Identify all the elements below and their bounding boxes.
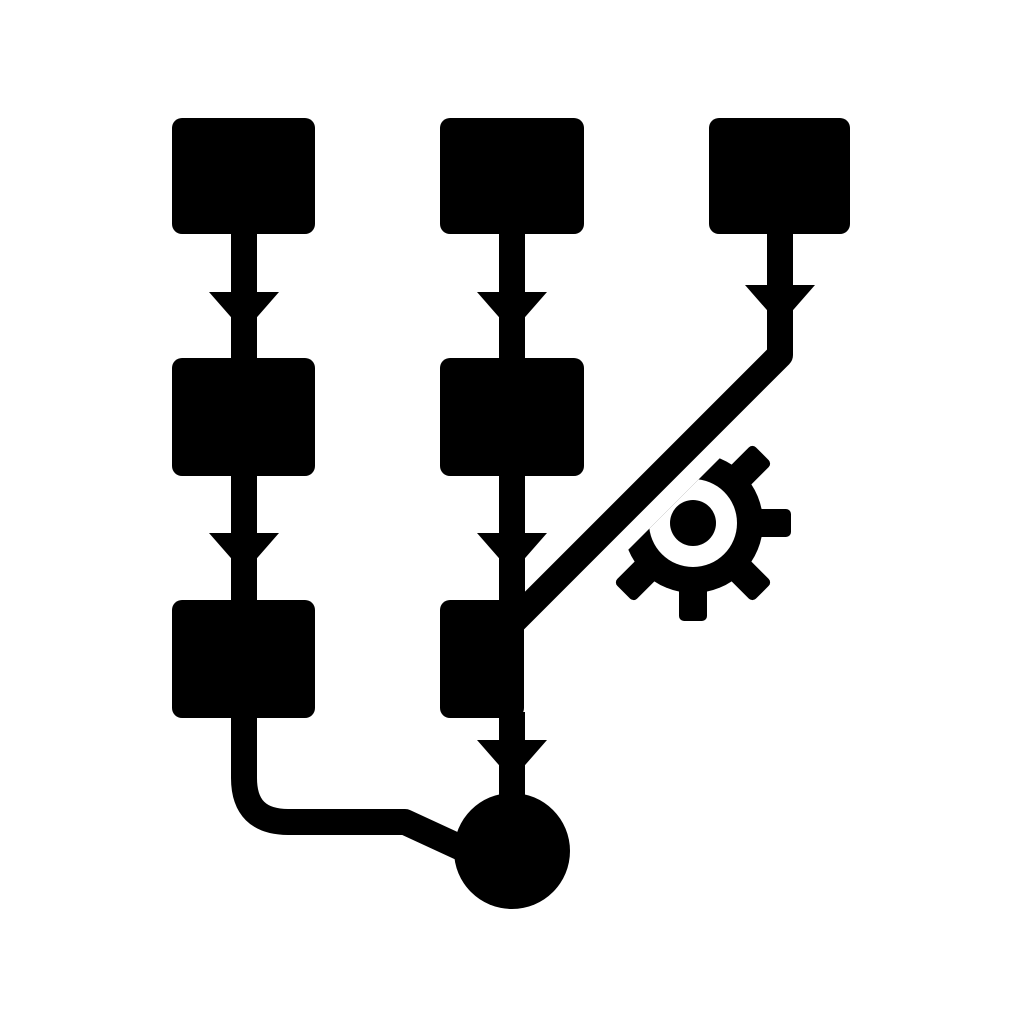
node-middle-3 bbox=[440, 600, 524, 718]
node-middle-2 bbox=[440, 358, 584, 476]
end-circle bbox=[454, 793, 570, 909]
gear-hub bbox=[670, 500, 716, 546]
edge-right-to-middle bbox=[502, 230, 793, 633]
arrowhead-right-1 bbox=[745, 285, 815, 325]
node-left-3 bbox=[172, 600, 315, 718]
nodes bbox=[172, 118, 850, 909]
node-left-1 bbox=[172, 118, 315, 234]
node-middle-1 bbox=[440, 118, 584, 234]
arrowheads bbox=[209, 285, 815, 780]
arrowhead-left-1 bbox=[209, 292, 279, 332]
node-right-1 bbox=[709, 118, 850, 234]
node-left-2 bbox=[172, 358, 315, 476]
edge-left-3-end bbox=[231, 712, 476, 864]
arrowhead-middle-2 bbox=[477, 533, 547, 573]
arrowhead-middle-3 bbox=[477, 740, 547, 780]
arrowhead-middle-1 bbox=[477, 292, 547, 332]
arrowhead-left-2 bbox=[209, 533, 279, 573]
